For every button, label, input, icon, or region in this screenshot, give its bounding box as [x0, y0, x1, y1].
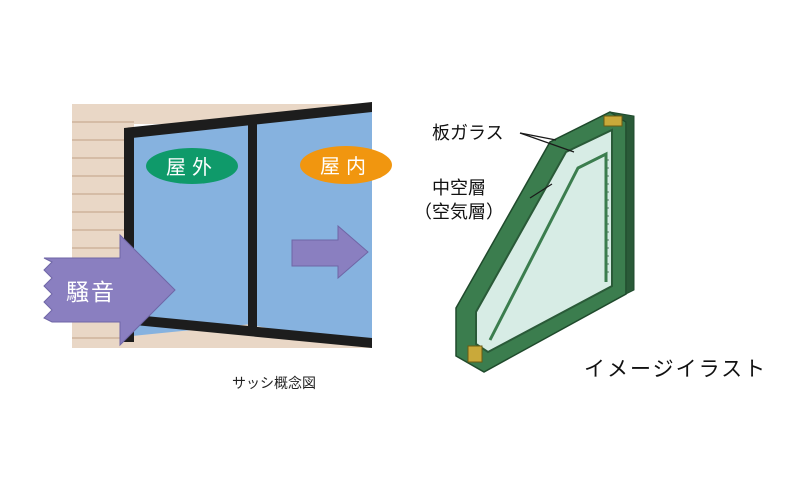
noise-arrow-indoor	[291, 224, 369, 280]
indoor-label: 屋内	[320, 154, 372, 178]
leader-lines	[519, 132, 575, 199]
hollow-layer-label: 中空層	[432, 178, 486, 199]
sash-diagram: 屋外 屋内 騒音 サッシ概念図	[43, 102, 392, 392]
sash-caption: サッシ概念図	[232, 375, 316, 392]
corner-clip-bottom	[467, 345, 483, 363]
window-frame	[124, 102, 372, 348]
outdoor-label: 屋外	[166, 155, 218, 179]
outdoor-badge: 屋外	[146, 148, 238, 184]
glass-pane-inner-line	[488, 151, 608, 341]
glass-illustration: 板ガラス 中空層 （空気層） イメージイラスト	[414, 111, 767, 381]
illustration-caption: イメージイラスト	[584, 357, 767, 381]
noise-label: 騒音	[66, 280, 116, 306]
indoor-glass	[256, 106, 372, 346]
corner-clip-top	[603, 115, 623, 127]
glass-frame-edge	[609, 111, 635, 295]
indoor-badge: 屋内	[300, 146, 392, 184]
plate-glass-label: 板ガラス	[432, 123, 504, 144]
air-layer-label: （空気層）	[414, 202, 504, 223]
noise-arrow-outdoor: 騒音	[43, 233, 176, 347]
spacer-dots	[607, 159, 609, 273]
glass-pane	[475, 128, 613, 354]
